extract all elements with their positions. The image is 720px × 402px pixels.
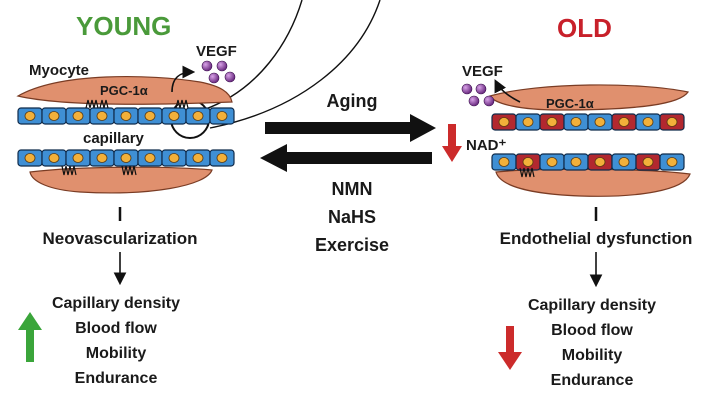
capillary-label: capillary <box>83 130 144 147</box>
interventions-list: NMN NaHS Exercise <box>315 175 389 259</box>
cell-nucleus <box>666 157 678 167</box>
cell-nucleus <box>24 111 36 121</box>
young-process-label: Neovascularization <box>42 229 198 248</box>
young-pgc-label: PGC-1α <box>100 83 148 98</box>
young-outcome-item: Endurance <box>74 370 158 387</box>
cell-nucleus <box>48 153 60 163</box>
cell-nucleus <box>192 153 204 163</box>
aging-arrow <box>265 114 436 142</box>
cell-nucleus <box>120 111 132 121</box>
cell-nucleus <box>96 111 108 121</box>
aging-label: Aging <box>326 91 378 111</box>
old-vegf-particles <box>461 83 495 107</box>
cell-nucleus <box>24 153 36 163</box>
old-pgc-arrow <box>494 79 521 103</box>
cell-nucleus <box>498 157 510 167</box>
young-title: YOUNG <box>76 11 172 41</box>
young-vegf-label: VEGF <box>196 43 237 60</box>
young-outcome-item: Capillary density <box>51 295 181 312</box>
cell-nucleus <box>546 117 558 127</box>
down-trend-arrow <box>498 326 522 370</box>
young-sprouts-bottom <box>61 165 137 176</box>
cell-nucleus <box>594 157 606 167</box>
old-pgc-label: PGC-1α <box>546 96 594 111</box>
young-outcomes: Capillary density Blood flow Mobility En… <box>52 291 180 391</box>
old-myocyte-top <box>489 84 689 111</box>
old-outcome-item: Endurance <box>550 372 634 389</box>
old-capillary-bottom <box>491 153 685 171</box>
cell-nucleus <box>144 153 156 163</box>
cell-nucleus <box>168 153 180 163</box>
vegf-particle <box>468 95 480 107</box>
cell-nucleus <box>144 111 156 121</box>
up-trend-arrow <box>18 312 42 362</box>
intervention-item: NaHS <box>327 207 377 227</box>
old-sprouts-bottom <box>519 167 535 178</box>
young-outcome-item: Blood flow <box>75 320 157 337</box>
cell-nucleus <box>72 153 84 163</box>
cell-nucleus <box>72 111 84 121</box>
cell-nucleus <box>546 157 558 167</box>
intervention-item: Exercise <box>314 235 390 255</box>
cell-nucleus <box>522 157 534 167</box>
cell-nucleus <box>216 153 228 163</box>
old-capillary-top <box>491 113 685 131</box>
vegf-particle <box>216 60 228 72</box>
cell-nucleus <box>522 117 534 127</box>
nad-label: NAD⁺ <box>466 137 507 154</box>
young-myocyte-bottom <box>29 166 213 194</box>
vegf-particle <box>475 83 487 95</box>
young-outcome-item: Mobility <box>85 345 147 362</box>
old-outcomes: Capillary density Blood flow Mobility En… <box>528 293 656 393</box>
cell-nucleus <box>642 157 654 167</box>
cell-nucleus <box>570 157 582 167</box>
cell-nucleus <box>594 117 606 127</box>
young-capillary-top <box>17 107 235 125</box>
nad-down-arrow <box>442 124 462 162</box>
old-outcome-item: Capillary density <box>527 297 657 314</box>
vegf-particle <box>461 83 473 95</box>
cell-nucleus <box>192 111 204 121</box>
cell-nucleus <box>618 117 630 127</box>
vegf-particle <box>224 71 236 83</box>
old-process-label: Endothelial dysfunction <box>499 229 693 248</box>
young-pgc-arrow <box>171 65 196 93</box>
cell-nucleus <box>618 157 630 167</box>
old-outcome-item: Mobility <box>561 347 623 364</box>
intervention-item: NMN <box>331 179 373 199</box>
young-vegf-particles <box>201 60 236 84</box>
zoom-curve-lower <box>209 0 381 129</box>
cell-nucleus <box>666 117 678 127</box>
myocyte-label: Myocyte <box>29 62 90 79</box>
cell-nucleus <box>216 111 228 121</box>
cell-nucleus <box>120 153 132 163</box>
young-capillary-bottom <box>17 149 235 167</box>
cell-nucleus <box>48 111 60 121</box>
vegf-particle <box>201 60 213 72</box>
vegf-particle <box>208 72 220 84</box>
cell-nucleus <box>96 153 108 163</box>
cell-nucleus <box>570 117 582 127</box>
young-sprouts-top <box>85 99 189 109</box>
cell-nucleus <box>168 111 180 121</box>
cell-nucleus <box>498 117 510 127</box>
vegf-particle <box>483 95 495 107</box>
old-vegf-label: VEGF <box>462 63 503 80</box>
reverse-arrow <box>260 144 432 172</box>
old-title: OLD <box>557 13 612 43</box>
cell-nucleus <box>642 117 654 127</box>
old-outcome-item: Blood flow <box>551 322 633 339</box>
